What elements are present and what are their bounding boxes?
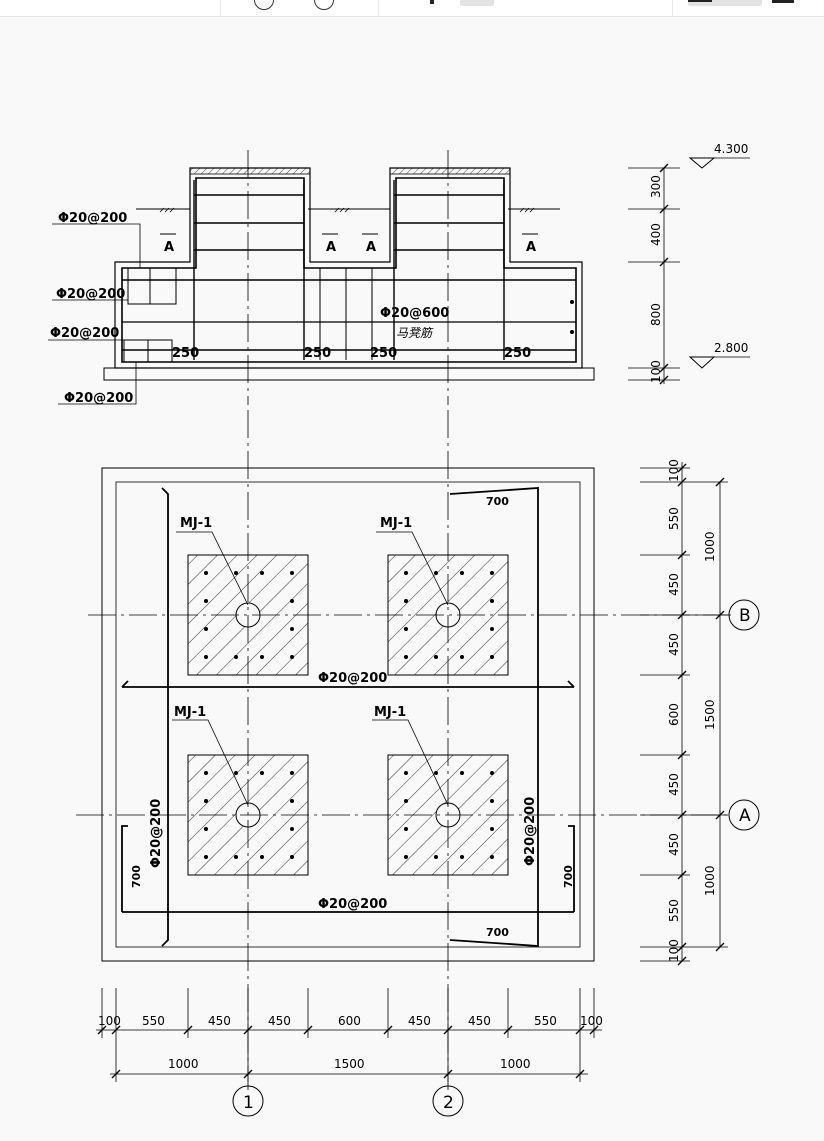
- right-dim: 600: [667, 703, 681, 726]
- offset-label: 250: [504, 346, 531, 361]
- elevation-top: 4.300: [714, 142, 748, 156]
- offset-label: 250: [304, 346, 331, 361]
- ma-rebar-label: Φ20@600: [380, 306, 449, 321]
- right-dim: 450: [667, 773, 681, 796]
- bottom-dim: 100: [98, 1014, 121, 1028]
- section-view: [48, 157, 750, 405]
- section-dim-100: 100: [649, 360, 663, 383]
- right-total: 1500: [703, 699, 717, 730]
- rebar-label-bottom: Φ20@200: [318, 897, 387, 912]
- axis-label-b: B: [739, 606, 751, 626]
- right-dim: 100: [667, 459, 681, 482]
- section-mark: A: [164, 240, 174, 255]
- section-mark: A: [366, 240, 376, 255]
- toolbar-separator: [220, 0, 221, 16]
- embed-plate-label: MJ-1: [174, 705, 206, 720]
- right-dim: 100: [667, 939, 681, 962]
- bottom-dim: 600: [338, 1014, 361, 1028]
- bottom-dim: 450: [408, 1014, 431, 1028]
- bottom-dim: 450: [468, 1014, 491, 1028]
- bottom-dim: 550: [534, 1014, 557, 1028]
- embed-plate-label: MJ-1: [180, 516, 212, 531]
- rebar-label-right: Φ20@200: [523, 797, 538, 866]
- bottom-total: 1000: [500, 1057, 531, 1071]
- elevation-bottom: 2.800: [714, 341, 748, 355]
- offset-label: 250: [370, 346, 397, 361]
- toolbar-button[interactable]: [460, 0, 494, 6]
- section-mark: A: [326, 240, 336, 255]
- bottom-dim: 100: [580, 1014, 603, 1028]
- axis-label-1: 1: [243, 1093, 254, 1113]
- dim-700: 700: [486, 926, 509, 939]
- bottom-dim: 450: [268, 1014, 291, 1028]
- rebar-label-middle: Φ20@200: [318, 671, 387, 686]
- rebar-label: Φ20@200: [58, 211, 127, 226]
- toolbar-marker-icon: [772, 0, 794, 3]
- dim-700: 700: [562, 865, 575, 888]
- toolbar-button[interactable]: [688, 0, 762, 6]
- toolbar-separator: [672, 0, 673, 16]
- right-dim: 450: [667, 633, 681, 656]
- toolbar-marker-icon: [430, 0, 434, 4]
- rebar-label-left: Φ20@200: [149, 799, 164, 868]
- right-total: 1000: [703, 531, 717, 562]
- axis-label-a: A: [739, 806, 751, 826]
- plan-view: [76, 150, 760, 1117]
- embed-plate-label: MJ-1: [380, 516, 412, 531]
- section-dim-800: 800: [649, 303, 663, 326]
- embed-plate-label: MJ-1: [374, 705, 406, 720]
- dim-700: 700: [130, 865, 143, 888]
- section-dim-300: 300: [649, 175, 663, 198]
- bottom-total: 1500: [334, 1057, 365, 1071]
- bottom-dim: 450: [208, 1014, 231, 1028]
- section-dim-400: 400: [649, 223, 663, 246]
- bottom-dim: 550: [142, 1014, 165, 1028]
- axis-label-2: 2: [443, 1093, 454, 1113]
- rebar-label: Φ20@200: [56, 287, 125, 302]
- right-total: 1000: [703, 865, 717, 896]
- bottom-total: 1000: [168, 1057, 199, 1071]
- dim-700: 700: [486, 495, 509, 508]
- toolbar-marker-icon: [688, 0, 712, 2]
- right-dim: 550: [667, 507, 681, 530]
- viewer-toolbar: [0, 0, 824, 17]
- right-dim: 450: [667, 573, 681, 596]
- offset-label: 250: [172, 346, 199, 361]
- rebar-label: Φ20@200: [64, 391, 133, 406]
- right-dim: 550: [667, 899, 681, 922]
- right-dim: 450: [667, 833, 681, 856]
- toolbar-separator: [378, 0, 379, 16]
- rebar-label: Φ20@200: [50, 326, 119, 341]
- section-mark: A: [526, 240, 536, 255]
- ma-rebar-note: 马凳筋: [396, 326, 434, 340]
